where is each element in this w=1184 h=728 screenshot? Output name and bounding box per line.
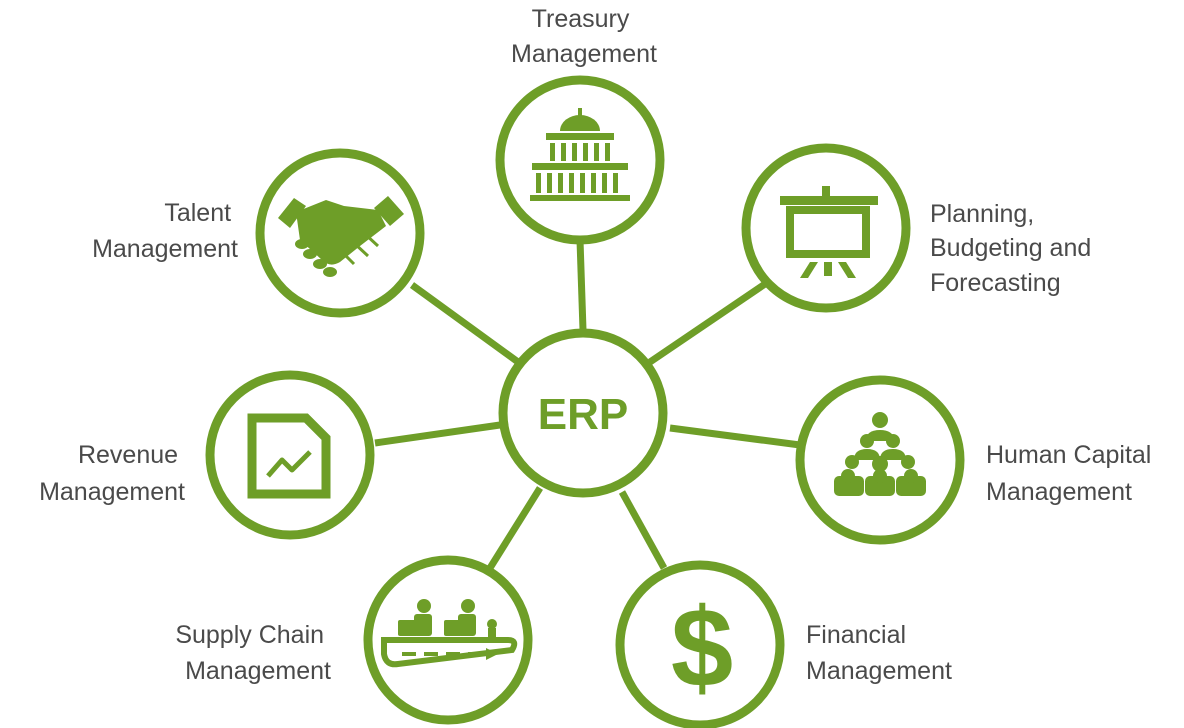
node-talent[interactable]: Talent Management [92,148,425,318]
revenue-label: Revenue Management [39,441,185,506]
financial-label-line-2: Management [806,657,952,685]
financial-label-line-1: Financial [806,621,906,649]
document-chart-icon [247,413,331,499]
treasury-label-line-1: Treasury [532,5,630,33]
talent-label-line-2: Management [92,235,238,263]
capitol-building-icon [530,108,630,201]
node-revenue[interactable]: Revenue Management [39,370,375,540]
planning-label-line-3: Forecasting [930,269,1061,297]
people-group-icon [834,412,926,496]
financial-label: Financial Management [806,621,952,685]
connector-talent [409,282,521,365]
human-capital-label: Human Capital Management [986,441,1158,506]
revenue-label-line-2: Management [39,478,185,506]
connector-revenue [374,421,501,447]
planning-label: Planning, Budgeting and Forecasting [930,200,1098,297]
talent-label-line-1: Talent [164,199,231,227]
treasury-label: Treasury Management [511,5,657,68]
planning-label-line-2: Budgeting and [930,234,1091,262]
supply-chain-label-line-2: Management [185,657,331,685]
node-financial[interactable]: $ Financial Management [615,560,952,728]
planning-label-line-1: Planning, [930,200,1034,228]
supply-chain-label: Supply Chain Management [175,621,331,685]
presentation-board-icon [780,186,878,278]
node-human-capital[interactable]: Human Capital Management [795,375,1158,545]
erp-center-node: ERP [498,328,668,498]
connector-financial [618,490,668,570]
handshake-icon [278,196,404,277]
connectors [374,239,801,570]
conveyor-workers-icon [381,599,518,668]
node-planning[interactable]: Planning, Budgeting and Forecasting [741,143,1098,313]
talent-label: Talent Management [92,199,238,263]
node-treasury[interactable]: Treasury Management [495,5,665,245]
dollar-sign-icon: $ [671,585,733,710]
connector-supply [487,486,543,570]
human-capital-label-line-2: Management [986,478,1132,506]
node-supply-chain[interactable]: Supply Chain Management [175,555,533,725]
erp-label: ERP [538,390,628,439]
treasury-label-line-2: Management [511,40,657,68]
connector-planning [648,279,770,365]
human-capital-label-line-1: Human Capital [986,441,1151,469]
supply-chain-label-line-1: Supply Chain [175,621,324,649]
connector-human [669,424,801,449]
revenue-label-line-1: Revenue [78,441,178,469]
connector-treasury [576,239,587,331]
svg-text:$: $ [671,585,733,710]
